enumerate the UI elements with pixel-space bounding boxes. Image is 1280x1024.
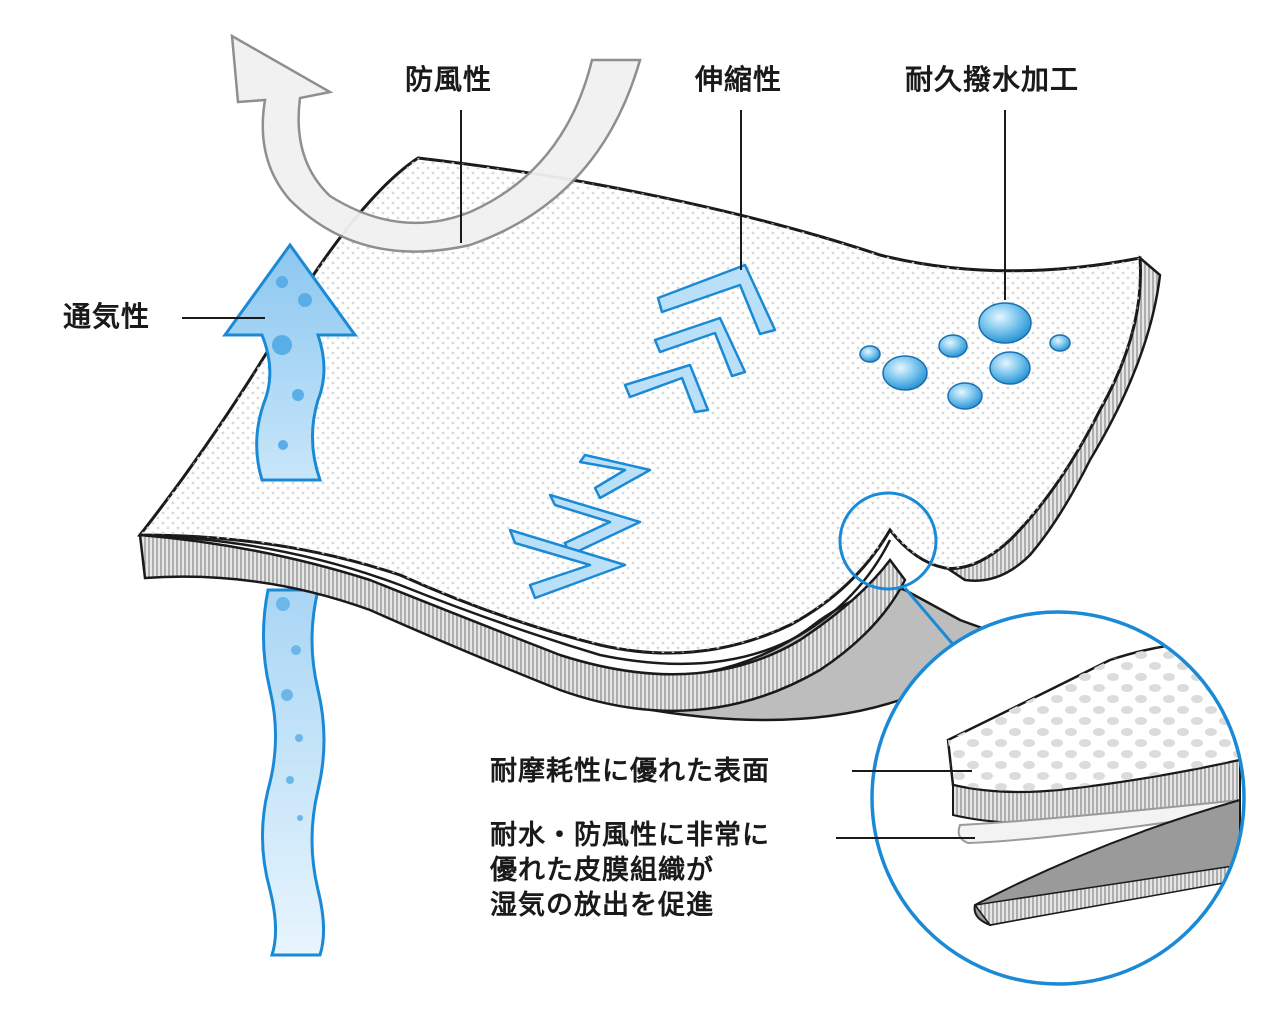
airflow-lower-stream (262, 590, 324, 955)
label-membrane-line-2: 優れた皮膜組織が (490, 853, 770, 888)
label-membrane-line-1: 耐水・防風性に非常に (490, 818, 770, 853)
label-membrane-line-3: 湿気の放出を促進 (490, 888, 770, 923)
label-windproof: 防風性 (405, 63, 492, 97)
label-water-repellent: 耐久撥水加工 (905, 63, 1079, 97)
label-breathable: 通気性 (63, 300, 150, 334)
label-stretch: 伸縮性 (695, 63, 782, 97)
label-membrane: 耐水・防風性に非常に 優れた皮膜組織が 湿気の放出を促進 (490, 818, 770, 923)
label-surface: 耐摩耗性に優れた表面 (490, 754, 770, 789)
